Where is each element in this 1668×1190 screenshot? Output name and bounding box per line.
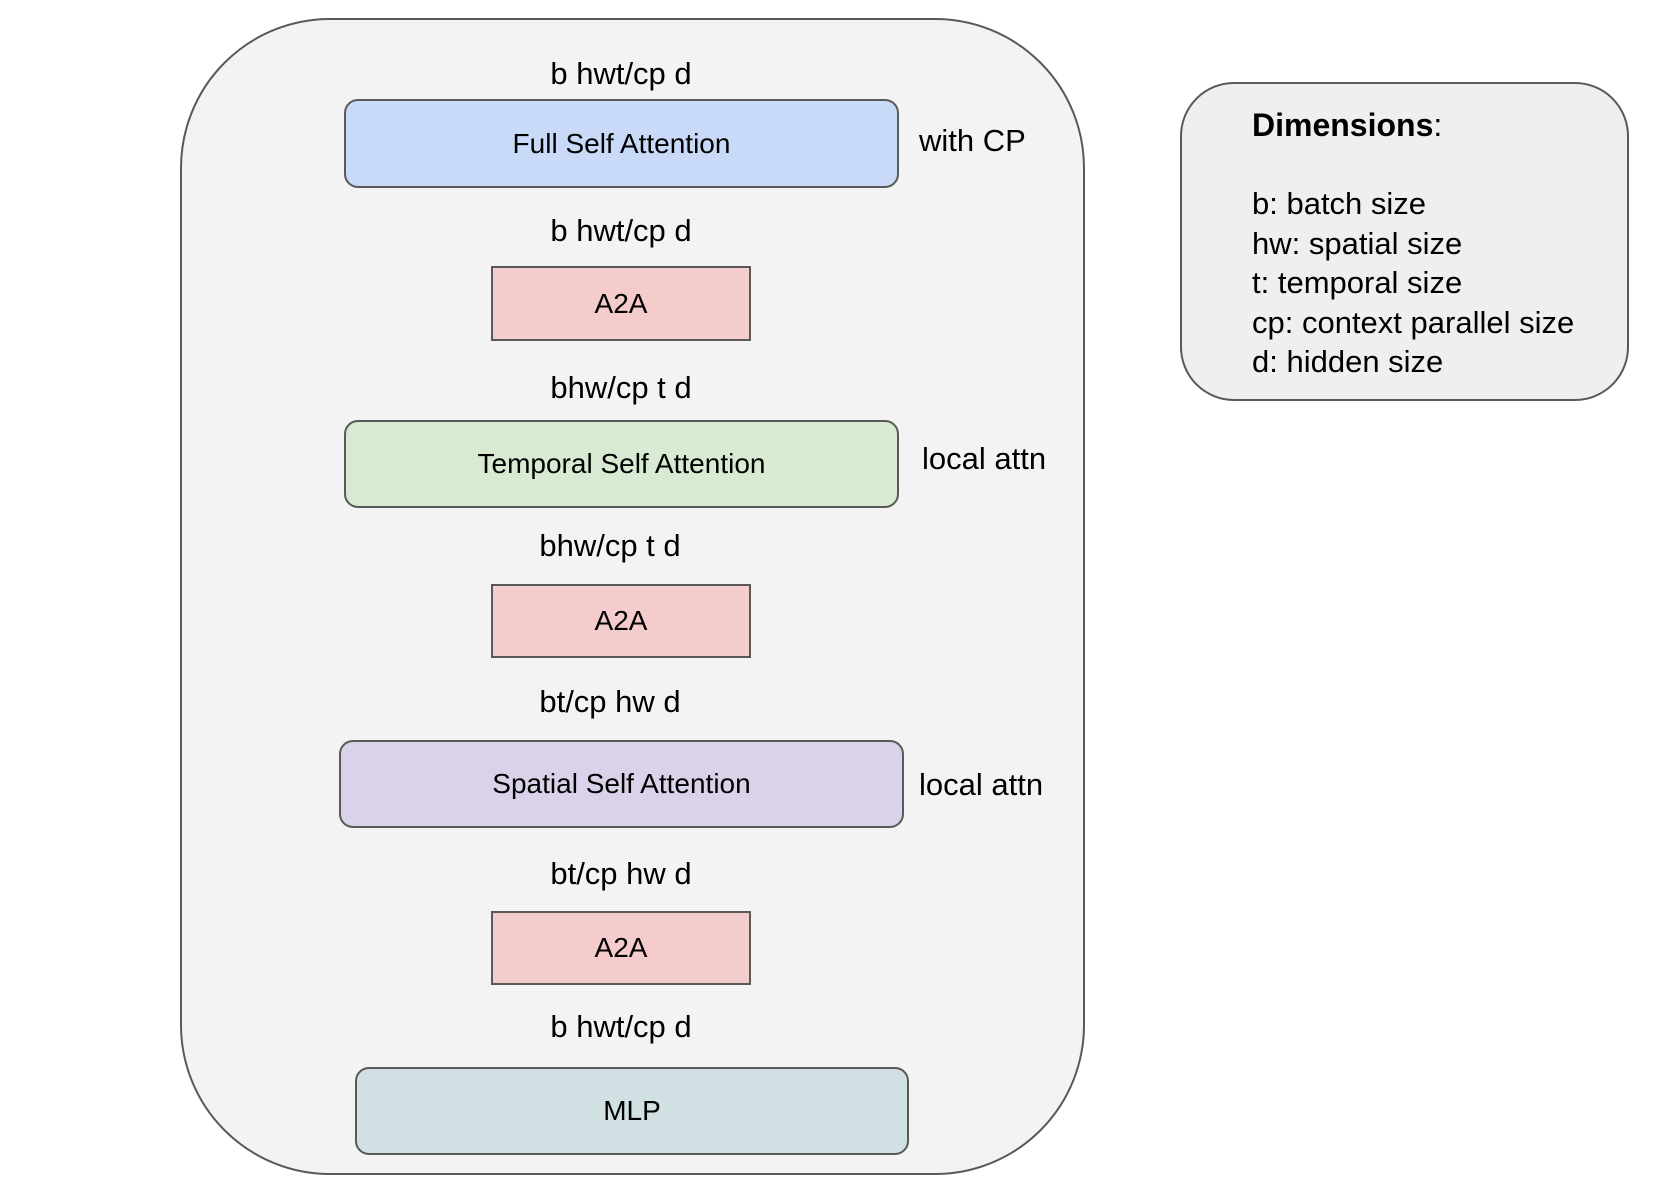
a2a-label: A2A xyxy=(594,605,648,636)
a2a-block-1: A2A xyxy=(491,266,751,341)
a2a-block-2: A2A xyxy=(491,584,751,658)
legend-title-colon: : xyxy=(1433,107,1443,143)
spatial-self-attention-label: Spatial Self Attention xyxy=(492,768,751,799)
legend-item-hidden: d: hidden size xyxy=(1252,344,1444,379)
shape-label-after-spatial-attention: bt/cp hw d xyxy=(550,856,692,891)
shape-label-after-full-attention: b hwt/cp d xyxy=(550,213,692,248)
temporal-self-attention-label: Temporal Self Attention xyxy=(477,448,766,479)
legend-title-text: Dimensions xyxy=(1252,107,1434,143)
legend-title: Dimensions: xyxy=(1252,106,1442,144)
legend-item-spatial: hw: spatial size xyxy=(1252,225,1463,261)
legend-item-batch: b: batch size xyxy=(1252,186,1427,221)
a2a-block-3: A2A xyxy=(491,911,751,985)
dimensions-legend: Dimensions: b: batch size hw: spatial si… xyxy=(1180,82,1629,401)
temporal-self-attention-block: Temporal Self Attention xyxy=(344,420,899,508)
local-attn-annotation-spatial: local attn xyxy=(919,767,1044,802)
local-attn-annotation-temporal: local attn xyxy=(922,441,1047,476)
with-cp-annotation: with CP xyxy=(919,123,1026,158)
shape-label-before-mlp: b hwt/cp d xyxy=(550,1009,692,1044)
legend-item-context-parallel: cp: context parallel size xyxy=(1252,304,1575,340)
a2a-label: A2A xyxy=(594,287,648,319)
spatial-self-attention-block: Spatial Self Attention xyxy=(339,740,904,828)
full-self-attention-block: Full Self Attention xyxy=(344,99,899,188)
shape-label-input: b hwt/cp d xyxy=(550,56,692,91)
shape-label-before-spatial-attention: bt/cp hw d xyxy=(539,684,681,719)
mlp-block: MLP xyxy=(355,1067,909,1155)
legend-list: b: batch size hw: spatial size t: tempor… xyxy=(1252,184,1574,382)
shape-label-before-temporal-attention: bhw/cp t d xyxy=(550,370,692,405)
legend-item-temporal: t: temporal size xyxy=(1252,265,1463,300)
full-self-attention-label: Full Self Attention xyxy=(512,127,731,159)
a2a-label: A2A xyxy=(594,932,648,963)
mlp-label: MLP xyxy=(603,1095,661,1126)
shape-label-after-temporal-attention: bhw/cp t d xyxy=(539,528,681,563)
